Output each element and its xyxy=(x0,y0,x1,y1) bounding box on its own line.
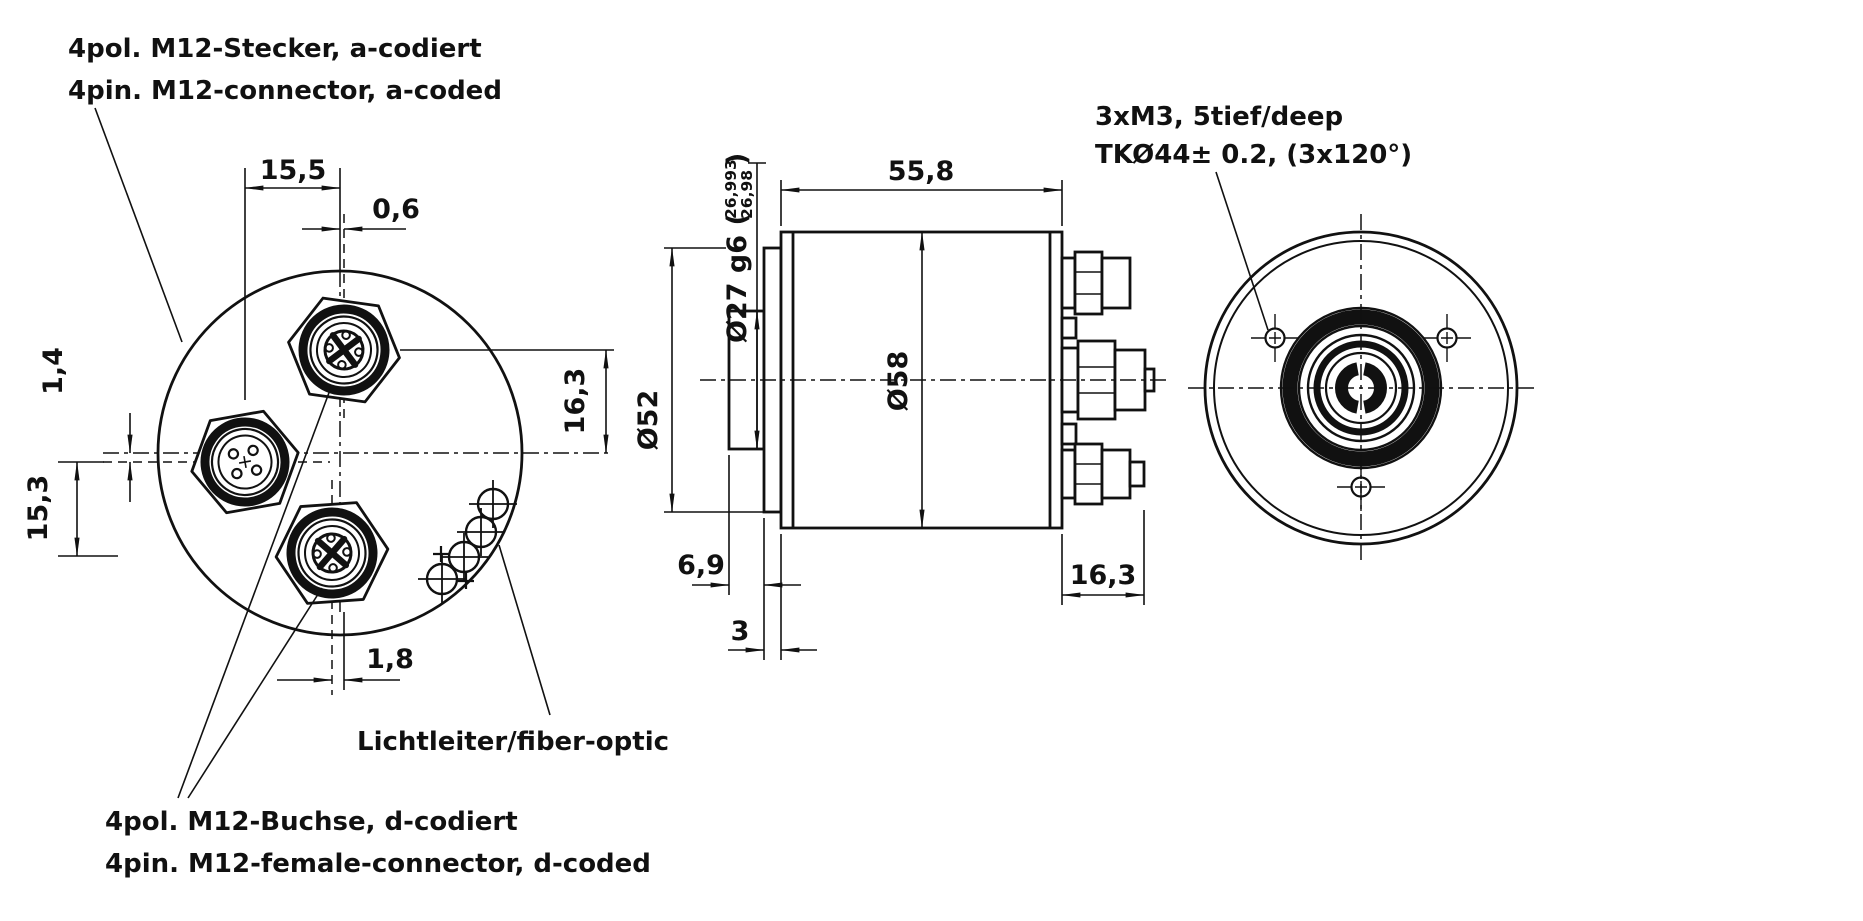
label-a-coded-line1: 4pol. M12-Stecker, a-codiert xyxy=(68,34,482,64)
leader-d-coded-top xyxy=(177,389,331,799)
label-fiber-optic: Lichtleiter/fiber-optic xyxy=(357,727,669,757)
leader-fiber-optic xyxy=(498,544,551,716)
dim-value: 15,3 xyxy=(23,475,54,542)
side-connector-bottom xyxy=(1060,442,1146,506)
dim-left-connector-x: 15,5 xyxy=(244,155,341,400)
dim-collar-diameter: Ø52 xyxy=(633,247,764,513)
dim-shaft-length: 6,9 xyxy=(677,455,801,660)
rear-view: 3xM3, 5tief/deep TKØ44± 0.2, (3x120°) xyxy=(1095,102,1534,562)
dim-value: 15,5 xyxy=(260,155,327,186)
side-connector-top xyxy=(1060,250,1132,316)
dim-value: 1,4 xyxy=(38,347,69,395)
dim-connector-length: 16,3 xyxy=(1061,510,1145,605)
plus-mark xyxy=(458,573,474,589)
m12-male-connector-a-coded xyxy=(190,409,300,515)
m3-hole xyxy=(1423,314,1471,362)
leader-a-coded-connector xyxy=(94,107,183,343)
female-contacts xyxy=(312,533,352,573)
dim-shaft-tol-hi: 26,993 xyxy=(722,159,740,219)
dim-collar-length: 3 xyxy=(728,534,817,660)
fiber-position-mark xyxy=(418,555,466,603)
fiber-position-mark xyxy=(440,533,488,581)
dim-value: Ø58 xyxy=(883,351,914,412)
front-view: 15,5 0,6 16,3 1,4 15,3 xyxy=(23,34,669,879)
dim-left-connector-y: 1,4 xyxy=(38,347,133,502)
dim-body-diameter: Ø58 xyxy=(883,231,925,529)
face-tab xyxy=(1060,422,1078,446)
dim-value: 55,8 xyxy=(888,156,955,187)
m12-female-connector-bottom-d-coded xyxy=(274,501,390,605)
dim-value: 0,6 xyxy=(372,194,420,225)
face-tab xyxy=(1060,316,1078,340)
plus-mark xyxy=(433,546,449,562)
dim-value: 16,3 xyxy=(1070,560,1137,591)
dim-shaft-diameter: Ø27 g6 ( 26,993 26,98 ) xyxy=(722,153,766,450)
fiber-position-mark xyxy=(469,480,517,528)
female-contacts xyxy=(324,330,364,370)
dim-value: 16,3 xyxy=(560,368,591,435)
dim-value: 1,8 xyxy=(366,644,414,675)
m12-female-connector-top-d-coded xyxy=(287,296,401,404)
fiber-position-mark xyxy=(457,508,505,556)
m3-hole xyxy=(1337,463,1385,511)
label-d-coded-line2: 4pin. M12-female-connector, d-coded xyxy=(105,849,651,879)
side-view: 55,8 Ø27 g6 ( 26,993 26,98 ) Ø52 Ø58 xyxy=(633,153,1170,660)
leader-d-coded-bottom xyxy=(187,587,323,799)
label-d-coded-line1: 4pol. M12-Buchse, d-codiert xyxy=(105,807,518,837)
front-centerlines xyxy=(103,214,612,695)
dim-value: Ø52 xyxy=(633,390,664,451)
male-pins xyxy=(227,444,263,480)
rear-centerlines xyxy=(1188,214,1534,562)
dim-shaft-tol-lo: 26,98 xyxy=(738,170,756,219)
dim-bottom-connector-y: 15,3 xyxy=(23,461,118,557)
label-a-coded-line2: 4pin. M12-connector, a-coded xyxy=(68,76,502,106)
fiber-optic-position-symbols xyxy=(418,480,517,603)
label-m3-holes: 3xM3, 5tief/deep xyxy=(1095,102,1343,132)
leader-m3-holes xyxy=(1215,171,1269,331)
dim-bottom-connector-x: 1,8 xyxy=(277,612,414,690)
dim-value: 6,9 xyxy=(677,550,725,581)
label-tk-circle: TKØ44± 0.2, (3x120°) xyxy=(1095,140,1412,170)
dim-value: 3 xyxy=(731,616,750,647)
dim-body-length: 55,8 xyxy=(780,156,1063,226)
dim-shaft-suffix: ) xyxy=(722,153,753,165)
m3-screw-holes xyxy=(1251,314,1471,511)
dim-shaft-prefix: Ø27 g6 ( xyxy=(722,213,753,343)
m3-hole xyxy=(1251,314,1299,362)
dim-top-connector-x: 0,6 xyxy=(302,194,420,232)
dim-top-connector-y: 16,3 xyxy=(400,349,614,454)
